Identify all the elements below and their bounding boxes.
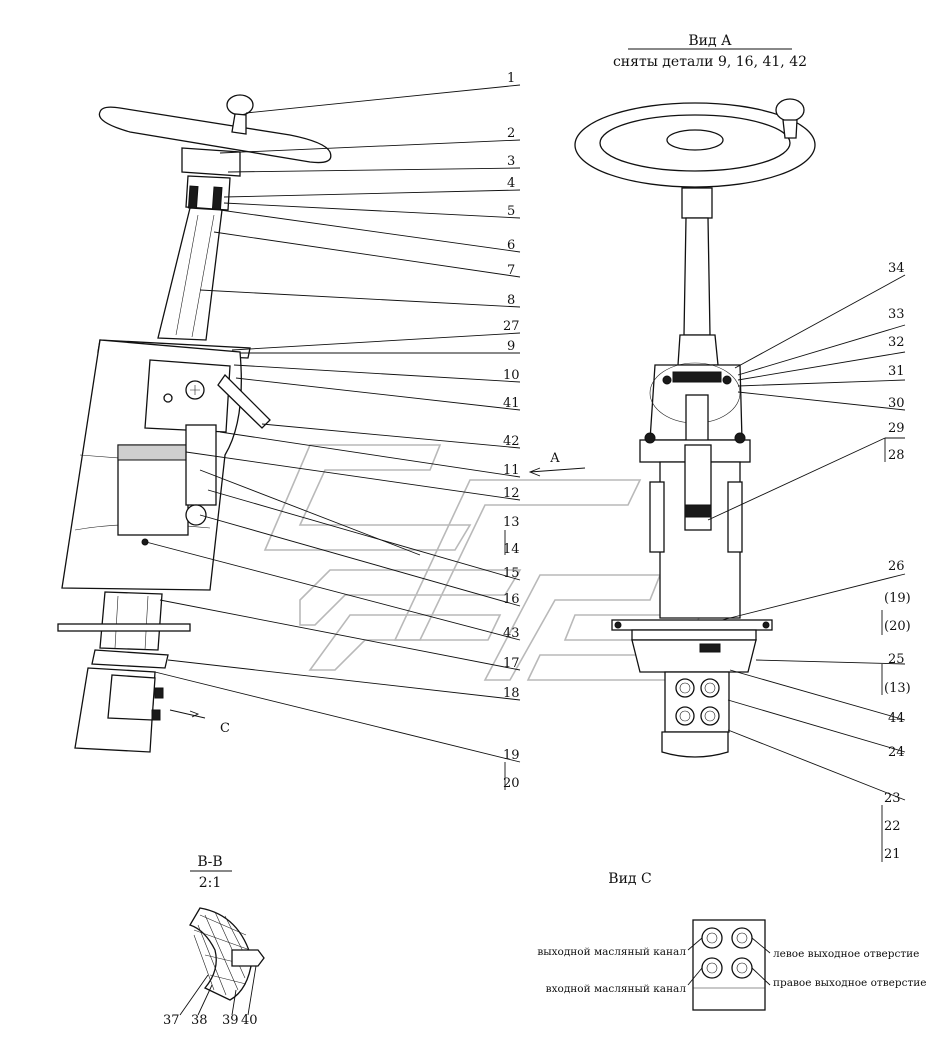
side-view-assembly: [57, 94, 332, 753]
steering-column: [157, 207, 223, 341]
left-outlet-label: левое выходное отверстие: [773, 948, 919, 960]
section-bb-scale: 2:1: [199, 875, 222, 891]
front-base-plate: [611, 619, 773, 631]
wheel-knob: [226, 94, 254, 116]
view-a-subtitle: сняты детали 9, 16, 41, 42: [613, 54, 807, 70]
callout-9: 9: [507, 339, 515, 354]
hub-bracket: [181, 147, 241, 177]
view-c-title: Вид С: [608, 871, 651, 887]
callout-19-ref: (19): [884, 591, 911, 606]
callout-6: 6: [507, 238, 515, 253]
callout-22: 22: [884, 819, 901, 834]
view-a-arrow: А: [528, 451, 586, 477]
callout-20-ref: (20): [884, 619, 911, 634]
callout-32: 32: [888, 335, 905, 350]
callout-19: 19: [503, 748, 520, 763]
callout-18: 18: [503, 686, 520, 701]
right-outlet-label: правое выходное отверстие: [773, 977, 927, 989]
arrow-a-label: А: [550, 451, 560, 466]
left-callout-numbers: 1 2 3 4 5 6 7 8 27 9 10 41 42 11 12 13 1…: [503, 71, 520, 791]
in-oil-channel-label: входной масляный канал: [546, 983, 687, 995]
callout-26: 26: [888, 559, 905, 574]
callout-43: 43: [503, 626, 520, 641]
left-leader-lines: [145, 84, 521, 790]
callout-8: 8: [507, 293, 515, 308]
lower-shaft: [99, 591, 163, 651]
section-bb-title: В-В: [197, 854, 222, 870]
callout-34: 34: [888, 261, 905, 276]
view-a-header: Вид А сняты детали 9, 16, 41, 42: [613, 33, 807, 70]
callout-21: 21: [884, 847, 901, 862]
callout-23: 23: [884, 791, 901, 806]
callout-5: 5: [507, 204, 515, 219]
callout-42: 42: [503, 434, 520, 449]
section-bb: В-В 2:1 37 38 39 40: [163, 854, 265, 1028]
callout-44: 44: [888, 711, 905, 726]
callout-1: 1: [507, 71, 515, 86]
callout-3: 3: [507, 154, 515, 169]
view-c: Вид С выходной масляный канал входной ма…: [537, 871, 927, 1011]
right-callout-numbers: 34 33 32 31 30 29 28 26 (19) (20) 25 (13…: [884, 261, 911, 862]
callout-2: 2: [507, 126, 515, 141]
callout-17: 17: [503, 656, 520, 671]
section-part-38: 38: [191, 1013, 208, 1028]
callout-27: 27: [503, 319, 520, 334]
callout-31: 31: [888, 364, 905, 379]
arrow-c-label: С: [220, 721, 230, 736]
callout-24: 24: [888, 745, 905, 760]
callout-11: 11: [503, 463, 520, 478]
callout-7: 7: [507, 263, 515, 278]
front-housing: [659, 461, 741, 619]
callout-12: 12: [503, 486, 520, 501]
callout-13-ref: (13): [884, 681, 911, 696]
callout-30: 30: [888, 396, 905, 411]
callout-28: 28: [888, 448, 905, 463]
callout-16: 16: [503, 592, 520, 607]
section-part-40: 40: [241, 1013, 258, 1028]
front-view-assembly: [574, 98, 816, 758]
front-hydraulic-block: [664, 671, 730, 733]
callout-10: 10: [503, 368, 520, 383]
section-part-39: 39: [222, 1013, 239, 1028]
callout-4: 4: [507, 176, 515, 191]
out-oil-channel-label: выходной масляный канал: [537, 946, 686, 958]
lower-flange: [57, 623, 191, 632]
view-a-title: Вид А: [688, 33, 732, 49]
right-leader-lines: [707, 274, 906, 862]
callout-41: 41: [503, 396, 520, 411]
control-lever: [217, 373, 271, 429]
callout-14: 14: [503, 542, 520, 557]
callout-13: 13: [503, 515, 520, 530]
section-part-37: 37: [163, 1013, 180, 1028]
callout-33: 33: [888, 307, 905, 322]
front-column: [683, 217, 711, 336]
callout-20: 20: [503, 776, 520, 791]
steering-wheel-rim: [98, 106, 332, 164]
callout-25: 25: [888, 652, 905, 667]
callout-15: 15: [503, 566, 520, 581]
front-wheel-knob: [775, 98, 805, 122]
section-pin: [231, 949, 265, 967]
callout-29: 29: [888, 421, 905, 436]
